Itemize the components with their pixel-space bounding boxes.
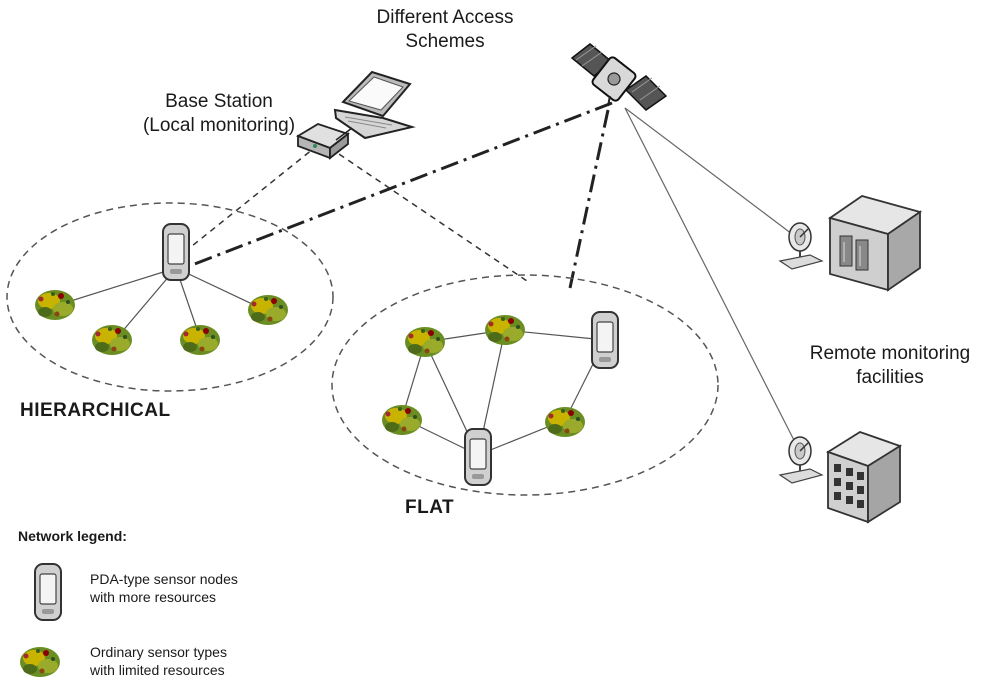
- legend-pda-line2: with more resources: [90, 589, 217, 605]
- sensor-icon: [405, 327, 445, 357]
- sensor-icon: [35, 290, 75, 320]
- sensor-icon: [382, 405, 422, 435]
- base-station-line2: (Local monitoring): [142, 115, 296, 136]
- hierarchical-label: HIERARCHICAL: [20, 400, 171, 421]
- pda-icon: [34, 563, 62, 621]
- laptop-icon: [333, 70, 416, 140]
- satellite-dish-icon: [779, 436, 823, 484]
- legend-pda-text: PDA-type sensor nodes with more resource…: [90, 570, 238, 606]
- satellite-icon: [570, 43, 668, 111]
- legend-ordinary-line1: Ordinary sensor types: [90, 644, 227, 660]
- sensor-icon: [248, 295, 288, 325]
- pda-icon: [162, 223, 190, 281]
- sensor-icon: [545, 407, 585, 437]
- pda-icon: [464, 428, 492, 486]
- building-icon: [825, 431, 903, 524]
- remote-monitoring-line2: facilities: [856, 367, 924, 388]
- flat-cluster: [331, 274, 719, 496]
- legend-title: Network legend:: [18, 528, 127, 544]
- hierarchical-cluster: [6, 202, 334, 392]
- base-station-line1: Base Station: [165, 91, 273, 112]
- pda-icon: [591, 311, 619, 369]
- legend-pda-line1: PDA-type sensor nodes: [90, 571, 238, 587]
- access-schemes-line1: Different Access: [376, 7, 514, 28]
- access-schemes-line2: Schemes: [405, 31, 485, 52]
- sensor-icon: [180, 325, 220, 355]
- sensor-icon: [485, 315, 525, 345]
- building-icon: [827, 195, 923, 292]
- legend-ordinary-line2: with limited resources: [90, 662, 225, 678]
- legend-ordinary-text: Ordinary sensor types with limited resou…: [90, 643, 227, 679]
- flat-label: FLAT: [405, 497, 455, 518]
- remote-monitoring-label: Remote monitoring facilities: [790, 342, 990, 390]
- remote-monitoring-line1: Remote monitoring: [809, 343, 971, 364]
- hierarchical-links: [57, 267, 266, 341]
- sensor-icon: [20, 647, 60, 677]
- router-icon: [295, 123, 353, 160]
- access-schemes-label: Different Access Schemes: [360, 6, 530, 54]
- connection-lines: [186, 101, 801, 453]
- base-station-label: Base Station (Local monitoring): [128, 90, 310, 138]
- sensor-icon: [92, 325, 132, 355]
